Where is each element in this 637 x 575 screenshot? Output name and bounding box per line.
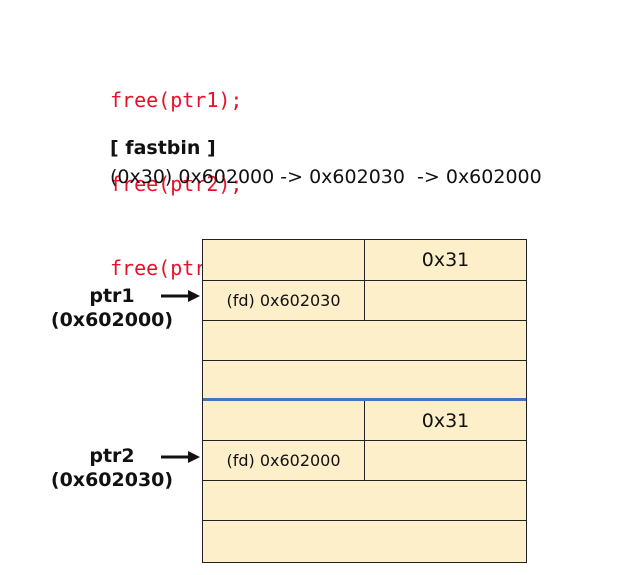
ptr1-arrow-icon [161,290,200,302]
chunk2-size-cell: 0x31 [421,409,470,432]
ptr2-arrow-icon [161,451,200,463]
code-line: free(ptr1); [110,88,243,112]
ptr2-label: ptr2 (0x602030) [32,444,192,492]
chunk2-data-row [203,480,526,520]
chunk2-fd-cell: (fd) 0x602000 [203,441,365,480]
chunk1-fd-cell: (fd) 0x602030 [203,281,365,320]
chunk1-fd-row: (fd) 0x602030 [203,280,526,320]
code-line: free(ptr2); [110,172,243,196]
ptr1-address: (0x602000) [50,309,174,331]
ptr2-name: ptr2 [89,445,135,467]
chunk1-prev-size-cell [203,240,365,280]
ptr1-label: ptr1 (0x602000) [32,284,192,332]
chunk2-bk-cell [365,441,526,480]
chunk2-data-row [203,520,526,563]
chunk1-bk-cell [365,281,526,320]
ptr2-address: (0x602030) [50,469,174,491]
chunk1-data-row [203,360,526,400]
fastbin-title: [ fastbin ] [110,137,216,159]
fastbin-chain: (0x30) 0x602000 -> 0x602030 -> 0x602000 [110,166,542,188]
chunk2-prev-size-cell [203,401,365,440]
chunk2-fd-row: (fd) 0x602000 [203,440,526,480]
chunk1-size-cell: 0x31 [421,249,470,271]
heap-memory-diagram: 0x31 (fd) 0x602030 0x31 (fd) 0x602000 [202,239,527,563]
ptr1-name: ptr1 [89,285,135,307]
chunk1-header-row: 0x31 [203,240,526,280]
chunk2-header-row: 0x31 [203,398,526,440]
chunk1-data-row [203,320,526,360]
